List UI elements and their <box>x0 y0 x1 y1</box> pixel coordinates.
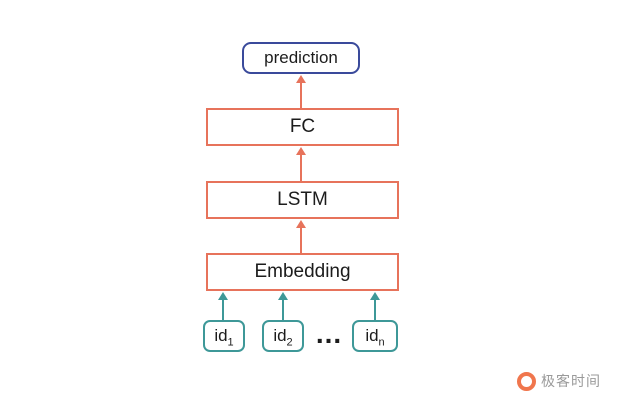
node-id2: id2 <box>262 320 304 352</box>
id-base: id <box>273 326 287 345</box>
node-embedding: Embedding <box>206 253 399 291</box>
arrow-id2-to-embedding <box>277 292 289 320</box>
arrow-head-icon <box>296 220 306 228</box>
arrow-head-icon <box>370 292 380 300</box>
id-base: id <box>214 326 228 345</box>
node-prediction: prediction <box>242 42 360 74</box>
arrow-lstm-to-fc <box>295 147 307 181</box>
node-idn-label: idn <box>365 326 385 349</box>
watermark-brand-text: 极客时间 <box>541 373 601 389</box>
id-base: id <box>365 326 379 345</box>
node-lstm: LSTM <box>206 181 399 219</box>
node-fc: FC <box>206 108 399 146</box>
ellipsis-dots: ... <box>315 318 343 349</box>
watermark: 极客时间 <box>517 371 601 391</box>
node-idn: idn <box>352 320 398 352</box>
arrow-head-icon <box>218 292 228 300</box>
arrow-shaft <box>299 83 303 108</box>
geektime-logo-icon <box>517 371 536 391</box>
arrow-shaft <box>299 155 303 181</box>
arrow-embedding-to-lstm <box>295 220 307 253</box>
arrow-shaft <box>221 300 225 320</box>
arrow-fc-to-prediction <box>295 75 307 108</box>
id-subscript: n <box>378 336 385 349</box>
node-prediction-label: prediction <box>264 48 338 67</box>
node-id1: id1 <box>203 320 245 352</box>
arrow-shaft <box>299 228 303 253</box>
node-embedding-label: Embedding <box>254 261 351 282</box>
id-subscript: 1 <box>227 336 234 349</box>
id-subscript: 2 <box>286 336 293 349</box>
arrow-head-icon <box>296 75 306 83</box>
arrow-shaft <box>373 300 377 320</box>
node-lstm-label: LSTM <box>277 189 328 210</box>
node-fc-label: FC <box>289 116 316 137</box>
arrow-id1-to-embedding <box>217 292 229 320</box>
node-id2-label: id2 <box>273 326 293 349</box>
arrow-idn-to-embedding <box>369 292 381 320</box>
arrow-head-icon <box>278 292 288 300</box>
arrow-head-icon <box>296 147 306 155</box>
node-id1-label: id1 <box>214 326 234 349</box>
arrow-shaft <box>281 300 285 320</box>
